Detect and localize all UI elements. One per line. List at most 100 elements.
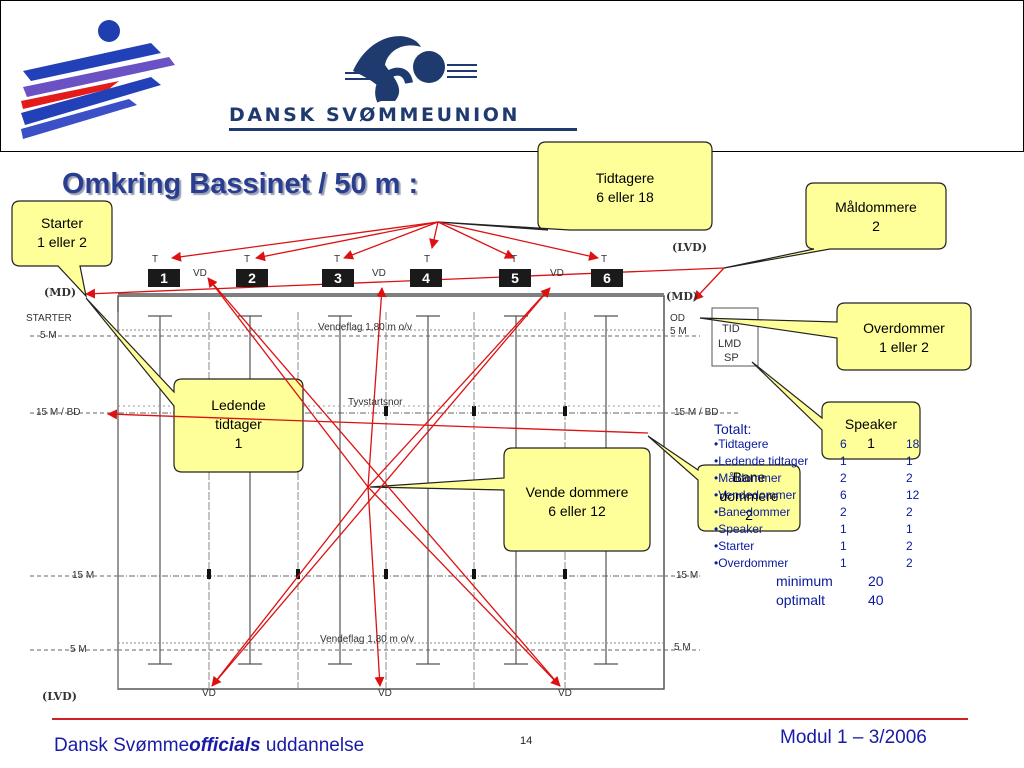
org-name-underline <box>229 128 577 131</box>
fifteen-m-label-right: 15 M <box>676 570 699 581</box>
md-label-left: (MD) <box>44 286 77 299</box>
totals-min: 1 <box>840 539 847 553</box>
totals-role: •Banedommer <box>714 505 791 519</box>
footer-prefix: Dansk Svømme <box>54 735 190 756</box>
fifteen-m-bd-label-right: 15 M / BD <box>674 407 719 418</box>
callout-speaker-shape <box>751 361 921 460</box>
lvd-label-bottom: (LVD) <box>42 690 77 703</box>
totals-opt: 2 <box>906 471 913 485</box>
totals-row: •Vendedommer 6 12 <box>714 488 934 505</box>
callout-tidtagere-line1: Tidtagere <box>595 170 655 186</box>
totals-optimal: optimalt 40 <box>714 592 934 611</box>
lane-number-6: 6 <box>591 269 623 287</box>
totals-min: 6 <box>840 437 847 451</box>
totals-min: 2 <box>840 471 847 485</box>
vd-label-bottom-1: VD <box>202 688 216 699</box>
callout-starter-line2: 1 eller 2 <box>37 234 87 250</box>
totals-min: 1 <box>840 522 847 536</box>
org-name: DANSK SVØMMEUNION <box>229 104 521 126</box>
totals-optimal-label: optimalt <box>776 592 826 608</box>
totals-row: •Måldommer 2 2 <box>714 471 934 488</box>
callout-maaldommere-shape <box>723 182 947 269</box>
red-arrows <box>85 221 725 687</box>
callout-shapes <box>11 141 972 552</box>
totals-minimum: minimum 20 <box>714 573 934 592</box>
vd-label-top-2: VD <box>372 268 386 279</box>
vd-label-bottom-3: VD <box>558 688 572 699</box>
five-m-label-left-top: 5 M <box>40 330 57 341</box>
totals-min: 6 <box>840 488 847 502</box>
callout-maaldommere-line1: Måldommere <box>835 199 917 215</box>
footer-suffix: uddannelse <box>260 735 365 756</box>
lane-number-1: 1 <box>148 269 180 287</box>
vd-label-bottom-2: VD <box>378 688 392 699</box>
totals-role: •Måldommer <box>714 471 782 485</box>
totals-role: •Ledende tidtager <box>714 454 809 468</box>
tyvstartsnor-label: Tyvstartsnor <box>348 397 403 408</box>
callout-speaker: Speaker 1 <box>822 415 920 453</box>
box-tid-label: TID <box>722 323 740 335</box>
totals-role: •Vendedommer <box>714 488 797 502</box>
totals-opt: 2 <box>906 505 913 519</box>
box-lmd-label: LMD <box>718 338 742 350</box>
totals-opt: 12 <box>906 488 920 502</box>
callout-bane-line1: Bane <box>732 469 766 485</box>
md-label-right: (MD) <box>666 290 699 303</box>
od-label: OD <box>670 313 685 324</box>
totals-opt: 18 <box>906 437 920 451</box>
page-number: 14 <box>520 735 533 747</box>
starter-position-label: STARTER <box>26 313 72 324</box>
vd-label-top-3: VD <box>550 268 564 279</box>
callout-bane-shape <box>647 435 801 532</box>
logos <box>21 20 477 139</box>
callout-overdommer-shape <box>699 302 972 371</box>
lane-number-5: 5 <box>499 269 531 287</box>
callout-speaker-line2: 1 <box>867 435 875 451</box>
callout-bane-line2: dommere <box>719 488 779 504</box>
totals-role: •Speaker <box>714 522 763 536</box>
vendeflag-label-top: Vendeflag 1,80 m o/v <box>318 322 412 333</box>
callout-overdommer-line2: 1 eller 2 <box>879 339 929 355</box>
callout-maaldommere-line2: 2 <box>872 218 880 234</box>
five-m-label-right-top: 5 M <box>670 326 687 337</box>
five-m-label-right-bottom: 5 M <box>674 642 691 653</box>
callout-overdommer-line1: Overdommer <box>863 320 945 336</box>
totals-opt: 2 <box>906 539 913 553</box>
callout-ledende: Ledende tidtager 1 <box>174 396 303 453</box>
callout-ledende-line2: tidtager <box>215 416 262 432</box>
callout-tidtagere: Tidtagere 6 eller 18 <box>538 169 712 207</box>
totals-role: •Tidtagere <box>714 437 769 451</box>
totals-minimum-label: minimum <box>776 573 833 589</box>
callout-vende: Vende dommere 6 eller 12 <box>504 483 650 521</box>
lane-centre-lines <box>148 315 618 665</box>
totals-row: •Banedommer 2 2 <box>714 505 934 522</box>
callout-tidtagere-shape <box>437 141 713 231</box>
totals-optimal-value: 40 <box>868 592 884 608</box>
t-label-1: T <box>152 254 159 265</box>
totals-minimum-value: 20 <box>868 573 884 589</box>
lvd-label-top: (LVD) <box>672 241 707 254</box>
lane-number-3: 3 <box>322 269 354 287</box>
callout-overdommer: Overdommer 1 eller 2 <box>837 319 971 357</box>
page-title: Omkring Bassinet / 50 m : <box>62 168 419 200</box>
officials-table-box <box>711 307 759 367</box>
t-label-4: T <box>424 254 431 265</box>
fifteen-m-bd-label-left: 15 M / BD <box>36 407 81 418</box>
swimmer-emblem-icon <box>345 36 477 103</box>
callout-ledende-line1: Ledende <box>211 397 266 413</box>
callout-tidtagere-line2: 6 eller 18 <box>596 189 654 205</box>
swimmer-figure-logo <box>21 20 175 139</box>
callout-starter-shape <box>11 200 113 298</box>
callout-ledende-shape <box>85 297 304 473</box>
totals-heading: Totalt: <box>714 421 752 437</box>
totals-min: 2 <box>840 505 847 519</box>
totals-opt: 1 <box>906 454 913 468</box>
footer-bold-word: officials <box>189 735 261 756</box>
callout-vende-line1: Vende dommere <box>525 484 629 500</box>
footer-divider <box>52 718 968 720</box>
